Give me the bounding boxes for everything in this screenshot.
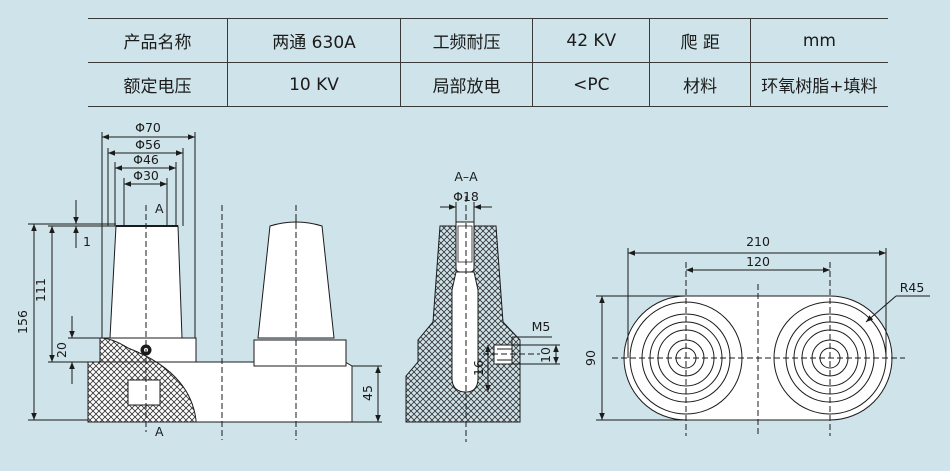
dim-step: 1 xyxy=(83,234,91,249)
label-product-name: 产品名称 xyxy=(88,18,228,63)
top-view xyxy=(596,248,930,436)
dim-radius: R45 xyxy=(900,280,925,295)
value-creepage: mm xyxy=(749,18,888,63)
dim-length: 210 xyxy=(746,234,770,249)
dim-spacing: 120 xyxy=(746,254,770,269)
section-mark-top: A xyxy=(155,201,164,216)
value-material: 环氧树脂+填料 xyxy=(749,62,888,107)
dim-width: 90 xyxy=(583,350,598,366)
front-view-labels: Φ70 Φ56 Φ46 Φ30 A A 1 156 111 20 45 xyxy=(15,120,375,439)
label-partial-discharge: 局部放电 xyxy=(400,62,533,107)
top-view-labels: 210 120 R45 90 xyxy=(583,234,924,366)
value-power-freq-withstand: 42 KV xyxy=(532,18,650,63)
dim-od30: Φ30 xyxy=(133,168,159,183)
dim-od56: Φ56 xyxy=(135,137,161,152)
label-material: 材料 xyxy=(649,62,751,107)
dim-od70: Φ70 xyxy=(135,120,161,135)
label-creepage: 爬 距 xyxy=(649,18,751,63)
dim-thread: M5 xyxy=(532,319,551,334)
label-rated-voltage: 额定电压 xyxy=(88,62,228,107)
section-mark-bottom: A xyxy=(155,424,164,439)
value-product-name: 两通 630A xyxy=(227,18,401,63)
spec-table: 产品名称 两通 630A 工频耐压 42 KV 爬 距 mm 额定电压 10 K… xyxy=(88,18,888,107)
section-view xyxy=(405,196,560,442)
front-view xyxy=(28,132,382,440)
dim-height-total: 156 xyxy=(15,310,30,334)
dim-10: 10 xyxy=(538,347,553,363)
section-view-labels: A–A Φ18 M5 10 16 xyxy=(453,169,553,376)
dim-bore: Φ18 xyxy=(453,189,479,204)
section-title: A–A xyxy=(454,169,478,184)
dim-base-height: 45 xyxy=(360,385,375,401)
spec-row-1: 产品名称 两通 630A 工频耐压 42 KV 爬 距 mm xyxy=(88,18,888,63)
dim-height-cone: 111 xyxy=(33,278,48,302)
value-rated-voltage: 10 KV xyxy=(227,62,401,107)
spec-row-2: 额定电压 10 KV 局部放电 <PC 材料 环氧树脂+填料 xyxy=(88,62,888,107)
dim-16: 16 xyxy=(471,360,486,376)
label-power-freq-withstand: 工频耐压 xyxy=(400,18,533,63)
dim-od46: Φ46 xyxy=(133,152,159,167)
dim-base-step: 20 xyxy=(54,342,69,358)
value-partial-discharge: <PC xyxy=(532,62,650,107)
